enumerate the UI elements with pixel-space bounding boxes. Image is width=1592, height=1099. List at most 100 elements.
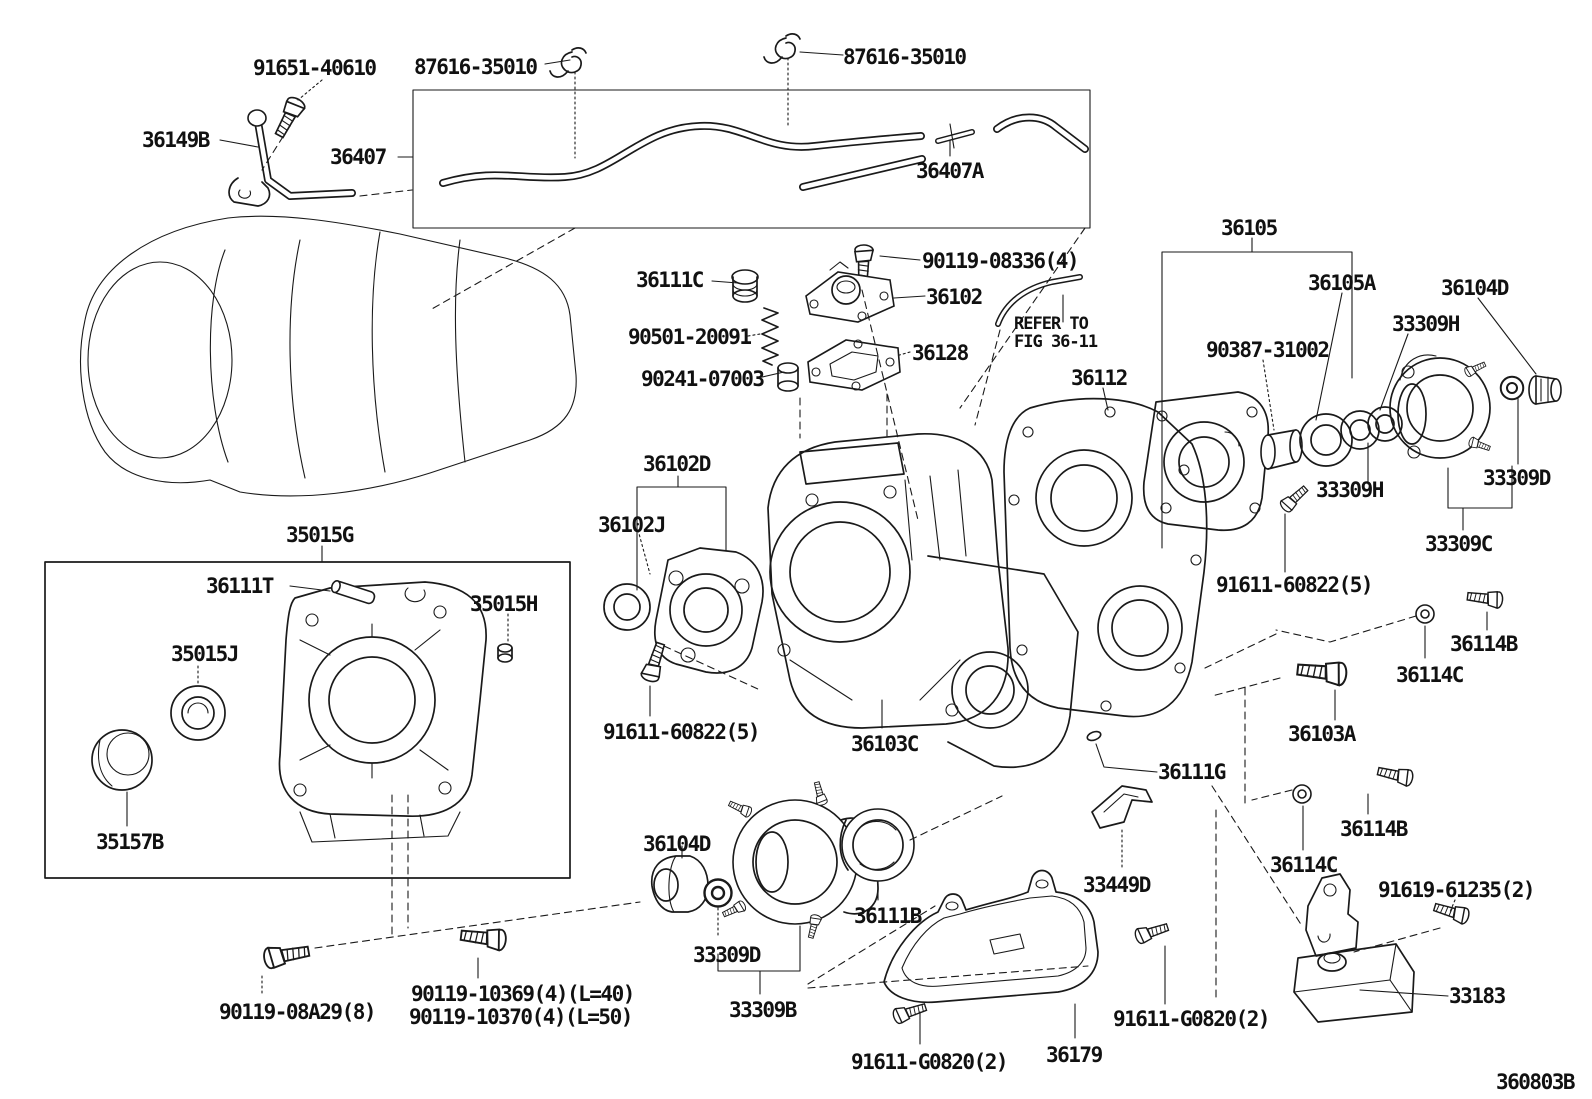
bearing-33309h-drawing <box>1299 413 1353 467</box>
bracket-36179-drawing <box>883 869 1099 1004</box>
washer-33309d-bottom-drawing <box>703 878 733 908</box>
seal-35015j-drawing <box>170 685 226 741</box>
washer-36114c-2-drawing <box>1292 784 1312 804</box>
part-label-36128: 36128 <box>912 341 969 365</box>
hose-clamp-right-drawing <box>763 33 801 64</box>
part-label-33309c: 33309C <box>1425 532 1493 556</box>
transfer-case-36103c-drawing <box>767 433 1079 768</box>
part-label-36102d: 36102D <box>643 452 711 476</box>
part-label-91611-g0820-2: 91611-G0820(2) <box>851 1050 1009 1074</box>
washer-33309d-right-drawing <box>1499 375 1525 401</box>
part-label-refer-to-fig-36-11: REFER TO FIG 36-11 <box>1014 314 1098 352</box>
extension-housing-box <box>44 561 571 879</box>
bolt-91611-60822-left-drawing <box>639 640 670 685</box>
gasket-36128-drawing <box>807 339 901 391</box>
bolt-36114b-2-drawing <box>1375 762 1415 788</box>
part-label-36105a: 36105A <box>1308 271 1376 295</box>
part-label-36111c: 36111C <box>636 268 704 292</box>
part-label-36105: 36105 <box>1221 216 1278 240</box>
bracket-33449d-drawing <box>1091 785 1153 829</box>
part-label-90241-07003: 90241-07003 <box>641 367 765 391</box>
part-label-35015g: 35015G <box>286 523 354 547</box>
washer-36114c-1-drawing <box>1415 604 1435 624</box>
part-label-36114b: 36114B <box>1450 632 1518 656</box>
part-label-33183: 33183 <box>1449 984 1506 1008</box>
part-label-36111b: 36111B <box>854 904 922 928</box>
part-label-91611-60822-5: 91611-60822(5) <box>1216 573 1374 597</box>
nut-36104d-top-drawing <box>1528 375 1562 405</box>
part-label-90119-08a29-8: 90119-08A29(8) <box>219 1000 377 1024</box>
connector-36407a-drawing <box>935 123 975 149</box>
part-label-36111g: 36111G <box>1158 760 1226 784</box>
spacer-90387-drawing <box>1260 429 1303 470</box>
cup-35157b-drawing <box>91 729 153 791</box>
part-label-33309h: 33309H <box>1392 312 1460 336</box>
part-label-35015h: 35015H <box>470 592 538 616</box>
part-label-33309b: 33309B <box>729 998 797 1022</box>
part-label-90501-20091: 90501-20091 <box>628 325 752 349</box>
bolt-36114b-1-drawing <box>1465 587 1505 610</box>
part-label-36102: 36102 <box>926 285 983 309</box>
part-label-36102j: 36102J <box>598 513 666 537</box>
bearing-retainer-36105a-drawing <box>1142 391 1270 532</box>
part-label-33309h: 33309H <box>1316 478 1384 502</box>
part-label-36104d: 36104D <box>643 832 711 856</box>
transmission-outline-drawing <box>80 215 577 497</box>
bolt-91611-g0820-left-drawing <box>890 999 929 1026</box>
bolt-91611-60822-right-drawing <box>1277 482 1312 515</box>
part-label-87616-35010: 87616-35010 <box>414 55 538 79</box>
part-label-36111t: 36111T <box>206 574 274 598</box>
part-label-36407: 36407 <box>330 145 387 169</box>
part-label-36407a: 36407A <box>916 159 984 183</box>
part-label-36114b: 36114B <box>1340 817 1408 841</box>
extension-housing-35015g-drawing <box>278 581 487 843</box>
part-label-90387-31002: 90387-31002 <box>1206 338 1330 362</box>
projection-lines <box>261 115 1441 1003</box>
part-label-36149b: 36149B <box>142 128 210 152</box>
companion-flange-33309c-drawing <box>1389 354 1492 459</box>
plug-35015h-drawing <box>497 643 513 663</box>
part-label-33309d: 33309D <box>693 943 761 967</box>
part-label-360803b: 360803B <box>1496 1070 1576 1094</box>
plug-90241-drawing <box>777 362 799 392</box>
nut-36104d-bottom-drawing <box>650 855 709 913</box>
seal-36102d-drawing <box>603 583 651 631</box>
dotted-leader-lines <box>197 57 1456 997</box>
part-label-90119-10369-4-l-40: 90119-10369(4)(L=40) <box>411 982 635 1006</box>
part-label-36114c: 36114C <box>1270 853 1338 877</box>
part-label-91619-61235-2: 91619-61235(2) <box>1378 878 1536 902</box>
mount-33183-drawing <box>1293 873 1415 1023</box>
spring-90501-drawing <box>761 307 779 366</box>
part-label-91651-40610: 91651-40610 <box>253 56 377 80</box>
bolt-36103a-drawing <box>1295 657 1349 687</box>
plug-36111g-drawing <box>1086 730 1102 742</box>
chain-cover-36112-drawing <box>1003 397 1208 718</box>
leader-lines <box>126 51 1537 1045</box>
part-label-91611-60822-5: 91611-60822(5) <box>603 720 761 744</box>
part-label-33449d: 33449D <box>1083 873 1151 897</box>
part-label-36103a: 36103A <box>1288 722 1356 746</box>
part-label-36112: 36112 <box>1071 366 1128 390</box>
pin-36111t-drawing <box>330 579 376 605</box>
bolt-90119-10369-drawing <box>459 924 508 952</box>
hose-36407-drawing <box>439 113 1089 191</box>
bolt-91651-drawing <box>270 94 308 141</box>
part-label-87616-35010: 87616-35010 <box>843 45 967 69</box>
part-label-35015j: 35015J <box>171 642 239 666</box>
part-label-33309d: 33309D <box>1483 466 1551 490</box>
part-label-90119-10370-4-l-50: 90119-10370(4)(L=50) <box>409 1005 633 1029</box>
part-label-35157b: 35157B <box>96 830 164 854</box>
bolt-91611-g0820-right-drawing <box>1132 919 1171 946</box>
part-label-36104d: 36104D <box>1441 276 1509 300</box>
part-label-90119-08336-4: 90119-08336(4) <box>922 249 1080 273</box>
front-case-36102j-drawing <box>654 547 764 674</box>
bolt-90119-08a29-drawing <box>261 940 312 971</box>
seal-rings-33309h-drawing <box>1340 406 1403 450</box>
breather-pipe-drawing <box>995 274 1083 327</box>
lever-36149b-drawing <box>228 109 356 207</box>
seal-36111b-drawing <box>839 808 915 882</box>
plug-36111c-drawing <box>731 269 759 303</box>
bolt-91619-61235-drawing <box>1431 898 1472 926</box>
